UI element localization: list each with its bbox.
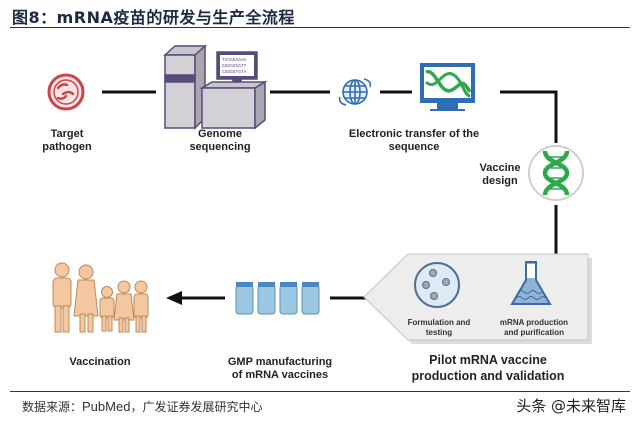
person-child-1 xyxy=(99,286,115,332)
vial xyxy=(301,282,320,315)
watermark: 头条 @未来智库 xyxy=(516,397,626,415)
petri-dish-icon xyxy=(414,262,460,308)
flask-icon xyxy=(510,261,552,305)
person-adult-woman xyxy=(73,264,99,333)
dna-icon xyxy=(528,145,584,201)
seq-line-1: TCCGGAAAA xyxy=(222,57,247,63)
monitor-dna-icon xyxy=(420,63,475,111)
seq-line-2: GGGCGGATT xyxy=(222,63,247,69)
vial xyxy=(279,282,298,315)
arrowhead xyxy=(166,291,182,305)
people-icon xyxy=(52,262,149,333)
figure-title: 图8：mRNA疫苗的研发与生产全流程 xyxy=(12,8,295,27)
person-adult-man xyxy=(52,262,72,333)
vial xyxy=(257,282,276,315)
pathogen-icon xyxy=(47,73,85,111)
title-rule xyxy=(10,27,630,28)
source-note: 数据来源：PubMed，广发证券发展研究中心 xyxy=(22,399,263,414)
sequencer-icon xyxy=(163,44,268,130)
vials-icon xyxy=(235,282,320,315)
connector-4 xyxy=(500,90,558,143)
vial xyxy=(235,282,254,315)
label-vaccination: Vaccination xyxy=(69,356,131,368)
person-child-2 xyxy=(113,280,135,333)
footer-rule xyxy=(10,391,630,392)
globe-icon xyxy=(338,78,372,106)
seq-line-3: CGGGGTGTA xyxy=(222,69,247,75)
person-child-3 xyxy=(133,280,149,333)
